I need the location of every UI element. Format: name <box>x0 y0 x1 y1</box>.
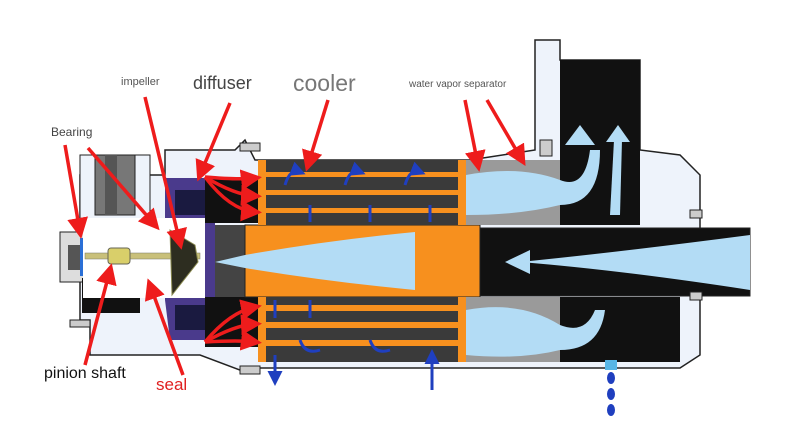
cooler-arrow <box>302 99 330 172</box>
bearing-arrow-1 <box>63 144 88 239</box>
outlet-flow <box>520 235 750 290</box>
pinion-shaft-label: pinion shaft <box>44 365 126 382</box>
separator-arrow-2 <box>485 99 526 167</box>
impeller-arrow <box>143 96 187 250</box>
seal-label: seal <box>156 375 188 394</box>
cooler-label: cooler <box>293 70 356 96</box>
seal-arrow <box>144 278 185 376</box>
impeller-label: impeller <box>121 76 160 88</box>
separator-arrow-1 <box>463 99 486 172</box>
diffuser-label: diffuser <box>193 73 252 93</box>
separator-flow-top <box>466 150 600 215</box>
diffuser-arrow <box>195 102 232 182</box>
separator-flow-bottom <box>466 307 605 357</box>
flow-cone <box>215 232 415 290</box>
bearing-arrow-2 <box>86 146 160 231</box>
water-vapor-separator-label: water vapor separator <box>409 79 507 90</box>
pinion-shaft <box>84 252 201 260</box>
pinion-shaft-arrow <box>83 263 117 366</box>
bearing-label: Bearing <box>51 125 93 139</box>
